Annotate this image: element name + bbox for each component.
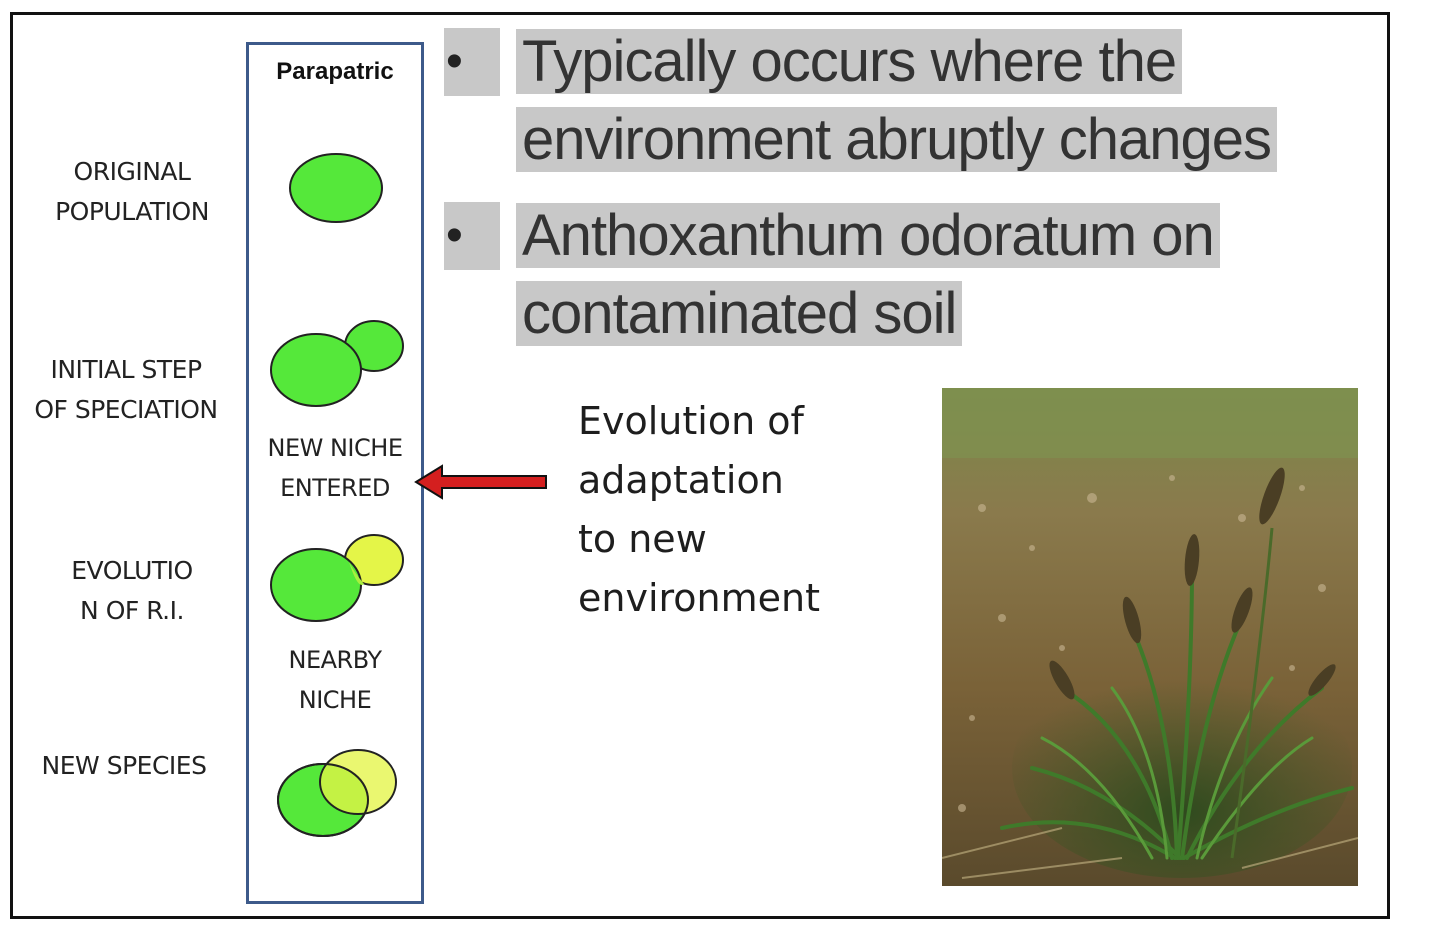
adaptation-annotation: Evolution of adaptation to new environme… [578, 392, 820, 628]
annotation-line: adaptation [578, 458, 784, 502]
population-blobs [270, 153, 404, 837]
stage-label-line: INITIAL STEP [50, 355, 202, 384]
bullet-2-line-1: Anthoxanthum odoratum on [516, 202, 1220, 270]
bullet-1-text-2: environment abruptly changes [516, 107, 1278, 172]
stage-label-line: EVOLUTIO [71, 556, 193, 585]
annotation-line: to new [578, 517, 707, 561]
bullet-2-text-2: contaminated soil [516, 281, 963, 346]
stage-label-new-species: NEW SPECIES [10, 746, 238, 786]
left-arrow-icon [414, 464, 547, 500]
annotation-line: Evolution of [578, 399, 804, 443]
annotation-line: environment [578, 576, 821, 620]
bullet-1: Typically occurs where the environment a… [516, 28, 1278, 174]
stage-label-line: ORIGINAL [73, 157, 191, 186]
niche-label-new: NEW NICHE ENTERED [246, 428, 424, 508]
grass-tuft-photo [942, 388, 1358, 886]
stage-label-line: NEW SPECIES [41, 751, 207, 780]
niche-label-line: NEARBY [288, 646, 382, 674]
stage-label-line: OF SPECIATION [34, 395, 218, 424]
column-title: Parapatric [276, 58, 394, 85]
stage-label-evolution-ri: EVOLUTIO N OF R.I. [18, 551, 246, 631]
evolution-main-blob [270, 548, 362, 622]
new-species-green-outline [277, 763, 369, 837]
original-population-blob [289, 153, 383, 223]
new-species-yellow-blob [319, 749, 397, 815]
niche-label-line: NICHE [298, 686, 372, 714]
parapatric-column [246, 42, 424, 904]
bullet-marker-2: • [444, 202, 500, 270]
bullet-2-text-1: Anthoxanthum odoratum on [516, 203, 1220, 268]
stage-label-line: N OF R.I. [80, 596, 184, 625]
niche-label-line: ENTERED [280, 474, 390, 502]
initial-main-blob [270, 333, 362, 407]
stage-label-line: POPULATION [55, 197, 209, 226]
niche-label-line: NEW NICHE [267, 434, 403, 462]
bullet-1-text-1: Typically occurs where the [516, 29, 1183, 94]
bullet-1-line-2: environment abruptly changes [516, 106, 1278, 174]
bullet-2: Anthoxanthum odoratum on contaminated so… [516, 202, 1220, 348]
niche-label-nearby: NEARBY NICHE [246, 640, 424, 720]
bullet-2-line-2: contaminated soil [516, 280, 1220, 348]
blend-patch [349, 562, 364, 586]
stage-label-original: ORIGINAL POPULATION [18, 152, 246, 232]
stage-label-initial-step: INITIAL STEP OF SPECIATION [12, 350, 240, 430]
bullet-marker-1: • [444, 28, 500, 96]
bullet-1-line-1: Typically occurs where the [516, 28, 1277, 96]
